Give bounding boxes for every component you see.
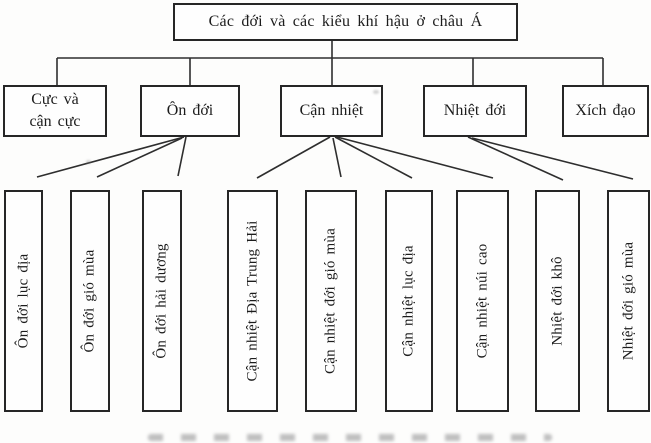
type-node-can-nhiet-luc-dia: Cận nhiệt lục địa [385, 190, 433, 412]
zone-label: Nhiệt đới [443, 102, 507, 120]
zone-node-can-nhiet: Cận nhiệt [280, 85, 383, 137]
type-label: Cận nhiệt lục địa [400, 245, 417, 357]
type-label: Ôn đới gió mùa [81, 249, 98, 353]
type-label: Cận nhiệt Địa Trung Hải [244, 220, 260, 382]
scan-speck [373, 90, 379, 94]
zone-label: Cận nhiệt [299, 102, 364, 120]
zone-node-on-doi: Ôn đới [140, 85, 240, 137]
type-node-can-nhiet-nui-cao: Cận nhiệt núi cao [456, 190, 509, 412]
type-node-on-doi-gio-mua: Ôn đới gió mùa [70, 190, 110, 412]
type-node-on-doi-hai-duong: Ôn đới hải dương [142, 190, 182, 412]
type-label: Ôn đới hải dương [153, 243, 170, 359]
type-node-can-nhiet-dia-trung-hai: Cận nhiệt Địa Trung Hải [227, 190, 278, 412]
zone-node-nhiet-doi: Nhiệt đới [423, 85, 527, 137]
type-label: Ôn đới lục địa [15, 253, 31, 349]
scan-artifact-bottom-text-bleed [148, 434, 552, 441]
diagram-root-node: Các đới và các kiểu khí hậu ở châu Á [173, 3, 518, 41]
scan-speck [86, 160, 91, 164]
type-node-nhiet-doi-kho: Nhiệt đới khô [535, 190, 580, 412]
type-node-on-doi-luc-dia: Ôn đới lục địa [4, 190, 43, 412]
type-label: Nhiệt đới khô [549, 256, 565, 346]
type-node-can-nhiet-doi-gio-mua: Cận nhiệt đới gió mùa [305, 190, 357, 412]
zone-label: Cực và cận cực [29, 91, 81, 130]
diagram-title: Các đới và các kiểu khí hậu ở châu Á [208, 13, 483, 30]
zone-label: Ôn đới [166, 102, 214, 120]
type-node-nhiet-doi-gio-mua: Nhiệt đới gió mùa [607, 190, 650, 412]
type-label: Cận nhiệt núi cao [474, 243, 490, 359]
zone-node-cuc-va-can-cuc: Cực và cận cực [3, 85, 107, 137]
zone-label: Xích đạo [575, 102, 636, 120]
type-label: Cận nhiệt đới gió mùa [322, 228, 339, 374]
type-label: Nhiệt đới gió mùa [620, 241, 636, 361]
zone-node-xich-dao: Xích đạo [562, 85, 649, 137]
